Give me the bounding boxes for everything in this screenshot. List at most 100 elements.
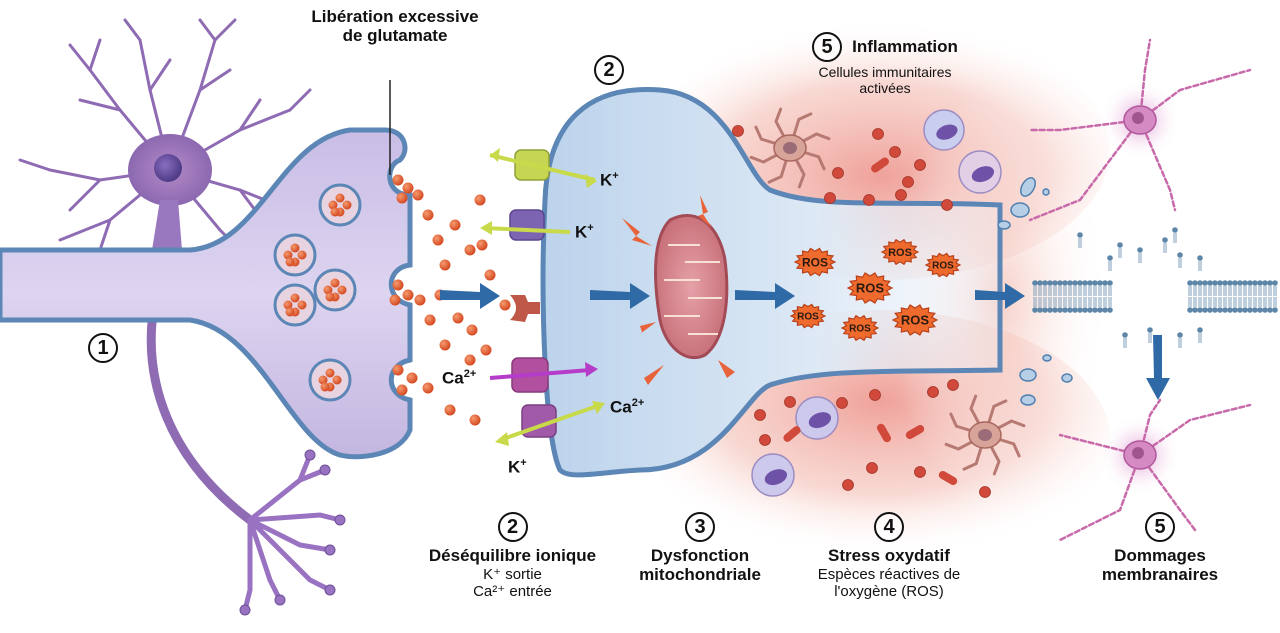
phospholipid xyxy=(1207,280,1213,296)
glutamate-molecule xyxy=(449,219,461,231)
phospholipid xyxy=(1252,297,1258,313)
caption-ionic-imbalance: 2 Déséquilibre ionique K⁺ sortie Ca²⁺ en… xyxy=(405,512,620,601)
phospholipid xyxy=(1192,297,1198,313)
glutamate-molecule xyxy=(499,299,511,311)
presynaptic-terminal xyxy=(0,127,413,460)
phospholipid xyxy=(1097,297,1103,313)
ros-burst: ROS xyxy=(789,303,827,329)
debris-rod xyxy=(783,426,801,442)
debris-particle xyxy=(866,462,878,474)
debris-particle xyxy=(824,192,836,204)
glutamate-molecule xyxy=(432,234,444,246)
phospholipid xyxy=(1247,280,1253,296)
debris-particle xyxy=(842,479,854,491)
phospholipid xyxy=(1257,297,1263,313)
glutamate-molecule xyxy=(402,289,414,301)
presynaptic-nucleus xyxy=(154,154,182,182)
debris-particle xyxy=(869,389,881,401)
debris-particle xyxy=(947,379,959,391)
phospholipid xyxy=(1077,280,1083,296)
glutamate-molecule xyxy=(412,189,424,201)
vesicle xyxy=(318,183,362,227)
phospholipid xyxy=(1187,297,1193,313)
phospholipid xyxy=(1102,297,1108,313)
phospholipid xyxy=(1067,280,1073,296)
caption-title: Déséquilibre ionique xyxy=(428,546,597,565)
caption-title-2: mitochondriale xyxy=(639,565,761,585)
step-number-badge: 5 xyxy=(1145,512,1175,542)
debris-particle xyxy=(754,409,766,421)
step-number-badge: 5 xyxy=(812,32,843,62)
mitochondrion xyxy=(620,195,735,385)
debris-particle xyxy=(836,397,848,409)
inflammation-title: Inflammation xyxy=(852,37,958,57)
phospholipid xyxy=(1057,297,1063,313)
ion-label-ca-right: Ca2+ xyxy=(610,397,645,417)
glutamate-molecule xyxy=(396,384,408,396)
glutamate-molecule xyxy=(392,174,404,186)
phospholipid xyxy=(1042,297,1048,313)
phospholipid xyxy=(1207,297,1213,313)
phospholipid xyxy=(1262,280,1268,296)
immune-cells xyxy=(732,107,1026,498)
phospholipid xyxy=(1057,280,1063,296)
debris-particle xyxy=(895,189,907,201)
phospholipid xyxy=(1032,297,1038,313)
phospholipid xyxy=(1162,237,1168,253)
ion-label-k-top: K+ xyxy=(600,170,619,190)
caption-membrane-damage: 5 Dommages membranaires xyxy=(1085,512,1235,584)
ion-label-k-mid: K+ xyxy=(575,222,594,242)
step-number-badge: 2 xyxy=(497,512,528,542)
vesicle xyxy=(313,268,357,312)
microglia xyxy=(944,394,1026,476)
debris-particle xyxy=(832,167,844,179)
phospholipid xyxy=(1107,280,1113,296)
glutamate-molecule xyxy=(422,209,434,221)
phospholipid xyxy=(1237,280,1243,296)
debris-particle xyxy=(914,159,926,171)
inflammation-subtitle-1: Cellules immunitaires xyxy=(818,64,952,80)
arrow-4 xyxy=(975,283,1025,309)
ros-burst: ROS xyxy=(840,314,880,342)
potassium-channel-top xyxy=(489,148,597,188)
glutamate-molecule xyxy=(480,344,492,356)
step-2-top-marker: 2 xyxy=(594,55,624,85)
phospholipid xyxy=(1047,280,1053,296)
phospholipid xyxy=(1252,280,1258,296)
glutamate-molecule xyxy=(452,312,464,324)
phospholipid xyxy=(1212,297,1218,313)
glutamate-molecule xyxy=(466,324,478,336)
phospholipid xyxy=(1037,297,1043,313)
phospholipid xyxy=(1037,280,1043,296)
debris-rod xyxy=(877,423,891,443)
phospholipid xyxy=(1257,280,1263,296)
glutamate-molecules xyxy=(389,174,511,426)
debris-particle xyxy=(872,128,884,140)
glutamate-molecule xyxy=(464,354,476,366)
phospholipid xyxy=(1217,297,1223,313)
immune-cell xyxy=(795,396,839,440)
glutamate-receptor xyxy=(510,295,540,322)
ros-label: ROS xyxy=(856,281,885,296)
phospholipid xyxy=(1247,297,1253,313)
phospholipid xyxy=(1217,280,1223,296)
inflammation-label: 5 Inflammation Cellules immunitaires act… xyxy=(770,32,1000,96)
ros-label: ROS xyxy=(849,324,871,335)
phospholipid xyxy=(1062,280,1068,296)
ros-label: ROS xyxy=(802,255,828,269)
phospholipid xyxy=(1232,280,1238,296)
caption-line: K⁺ sortie xyxy=(483,566,542,584)
phospholipid xyxy=(1192,280,1198,296)
phospholipid xyxy=(1122,332,1128,348)
phospholipid xyxy=(1212,280,1218,296)
calcium-channel xyxy=(489,357,598,393)
debris-particle xyxy=(979,486,991,498)
glutamate-molecule xyxy=(396,192,408,204)
step-1-marker: 1 xyxy=(88,333,118,363)
ion-label-ca-in: Ca2+ xyxy=(442,368,477,388)
membrane-bilayer xyxy=(1032,227,1278,348)
step-number-badge: 1 xyxy=(88,333,118,363)
phospholipid xyxy=(1242,297,1248,313)
